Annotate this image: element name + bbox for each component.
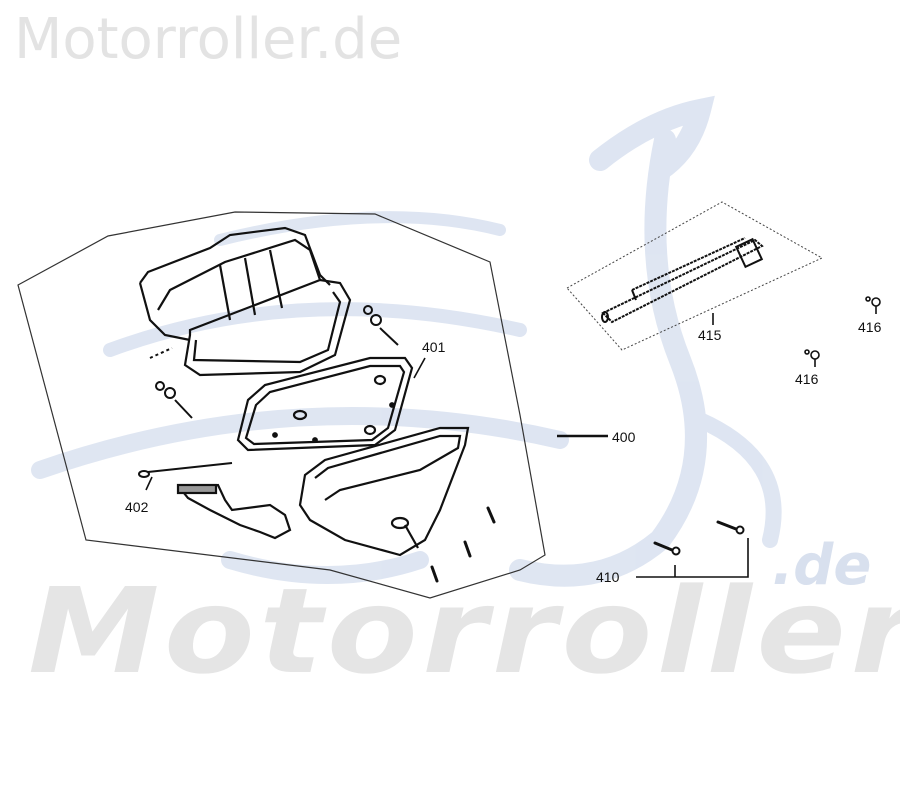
filter-element (236, 356, 414, 452)
callout-416-upper: 416 (858, 319, 882, 335)
clip-416-upper (865, 296, 881, 314)
callout-410: 410 (596, 569, 620, 585)
watermark-bottom-text: Motorroller (28, 562, 900, 700)
drain-line (138, 462, 233, 478)
intake-duct (601, 237, 764, 324)
watermark-top-text: Motorroller.de (14, 7, 403, 72)
callout-400: 400 (612, 429, 636, 445)
upper-housing (138, 226, 352, 377)
clip-416-lower (804, 349, 820, 367)
assembly-outline (17, 211, 546, 599)
watermark-de-suffix: .de (772, 533, 872, 598)
lower-housing (298, 426, 470, 557)
callout-402: 402 (125, 499, 149, 515)
leader-lines (145, 313, 749, 578)
callout-415: 415 (698, 327, 722, 343)
left-screw-stack (149, 347, 193, 419)
duct-frame (566, 201, 824, 351)
right-screw-stack (363, 305, 399, 346)
bolts-410 (653, 520, 745, 556)
callout-401: 401 (422, 339, 446, 355)
intake-elbow (176, 483, 292, 540)
callout-416-lower: 416 (795, 371, 819, 387)
bottom-screws (430, 506, 496, 583)
